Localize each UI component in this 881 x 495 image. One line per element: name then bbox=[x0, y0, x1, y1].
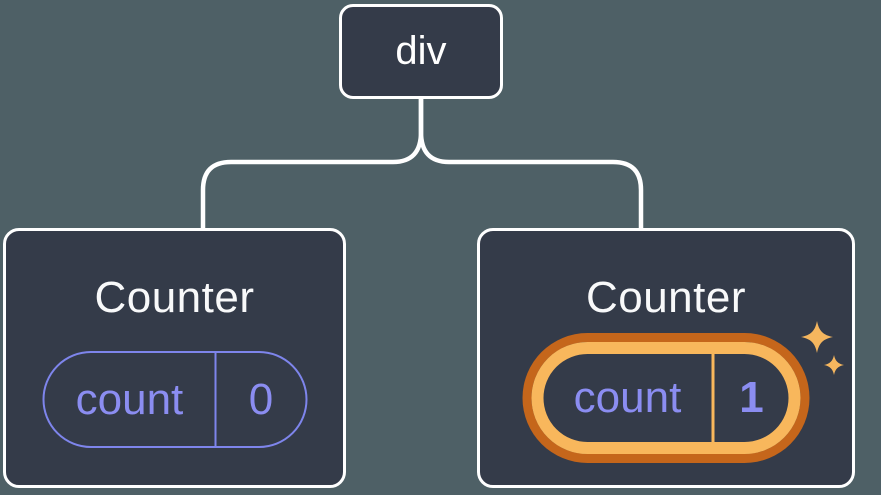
state-pill-highlighted: count 1 bbox=[531, 342, 801, 454]
root-node-label: div bbox=[395, 29, 447, 73]
tree-node-div: div bbox=[339, 4, 503, 99]
state-key-label: count bbox=[75, 374, 184, 424]
counter-title: Counter bbox=[94, 273, 255, 322]
connector-left-branch bbox=[200, 96, 424, 232]
state-pill: count 0 bbox=[42, 351, 307, 448]
counter-title: Counter bbox=[585, 273, 747, 322]
connector-right-branch bbox=[418, 96, 644, 232]
state-value: 0 bbox=[214, 353, 305, 446]
state-key-label: count bbox=[573, 373, 682, 422]
counter-card-right: Counter count 1 bbox=[477, 228, 855, 488]
state-value: 1 bbox=[711, 354, 789, 442]
counter-card-left: Counter count 0 bbox=[3, 228, 346, 488]
